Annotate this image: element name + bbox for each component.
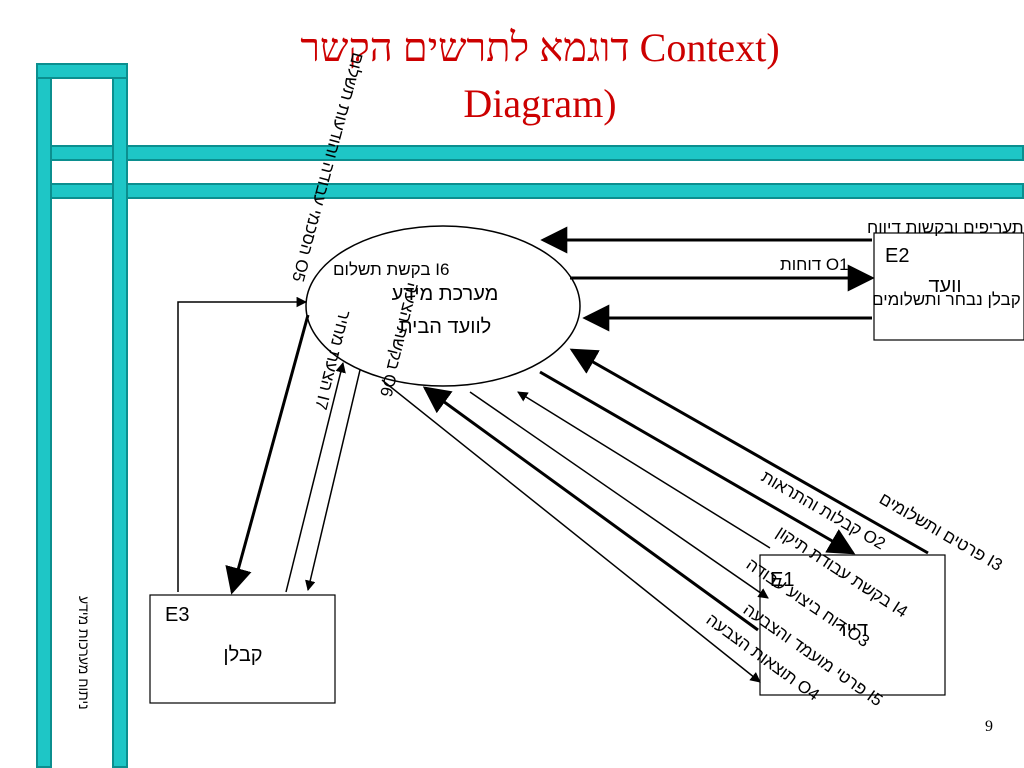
entity-box-e2 <box>873 232 1024 341</box>
flow-i5-arrow <box>422 386 759 632</box>
flow-o3-arrow <box>469 391 769 599</box>
entity-e2-id: E2 <box>885 245 909 267</box>
entity-e1-name: דייר <box>836 619 868 641</box>
flow-i4-arrow <box>517 391 771 549</box>
sidebar-caption: ניתוח מערכות מידע <box>76 596 92 710</box>
flow-o4-arrow <box>381 379 761 683</box>
page-title: (Context דוגמא לתרשים הקשר Diagram) <box>180 20 900 132</box>
process-label-line-1: מערכת מידע <box>392 283 499 305</box>
title-line-1: (Context דוגמא לתרשים הקשר <box>300 25 780 70</box>
flow-i1-label: I1 תעריפים ובקשות דיווח <box>867 218 1024 237</box>
flow-o5-arrow <box>225 314 310 595</box>
process-ellipse <box>305 225 581 387</box>
flow-i7-arrow <box>285 361 346 593</box>
flow-o6-arrow <box>305 369 361 592</box>
page-number: 9 <box>985 718 993 735</box>
flow-o1-label: O1 דוחות <box>780 255 849 274</box>
entity-box-e3 <box>149 594 336 704</box>
process-label-line-2: לוועד הבית <box>399 316 492 338</box>
entity-e1-id: E1 <box>770 569 794 591</box>
flow-i6-arrow <box>177 296 308 592</box>
flow-o2-arrow <box>539 370 856 555</box>
entity-e3-name: קבלן <box>223 644 262 666</box>
entity-box-e1 <box>759 554 946 696</box>
entity-e3-id: E3 <box>165 604 189 626</box>
frame-top-cap <box>36 63 128 79</box>
entity-e2-name: וועד <box>928 275 961 297</box>
title-line-2: Diagram) <box>463 81 617 126</box>
flow-i6-label: I6 בקשת תשלום <box>333 260 449 279</box>
flow-i3-arrow <box>569 348 929 555</box>
flow-i2-label: I2 פרטי קבלן נבחר ותשלומים <box>872 290 1024 309</box>
